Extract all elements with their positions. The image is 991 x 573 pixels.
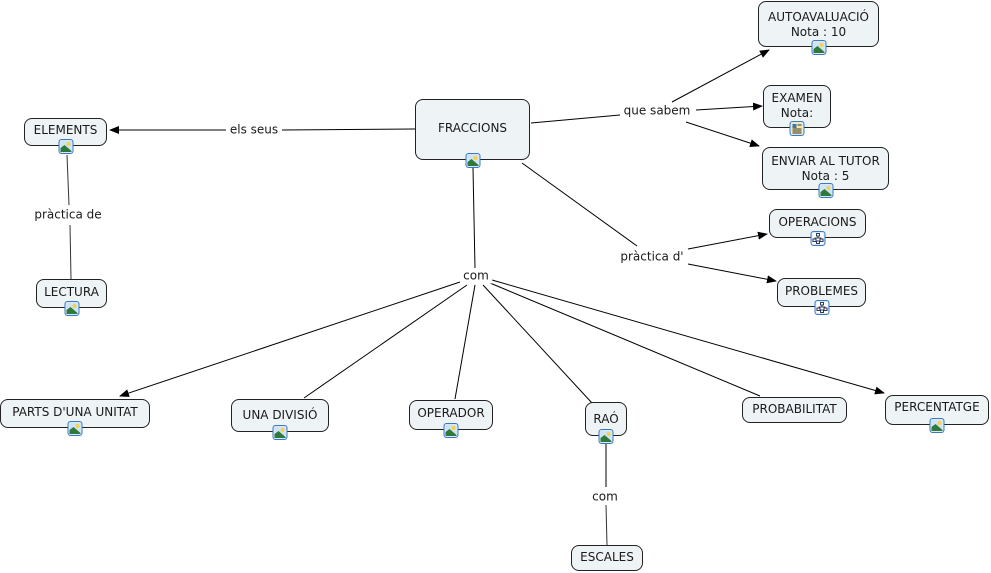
link-label-els-seus[interactable]: els seus (226, 122, 282, 138)
image-icon[interactable] (58, 139, 73, 154)
concept-label: OPERADOR (417, 406, 485, 420)
line-elements-practica (66, 154, 70, 206)
image-icon[interactable] (929, 418, 945, 433)
link-label-que-sabem[interactable]: que sabem (620, 103, 694, 119)
image-icon[interactable] (811, 40, 826, 55)
concept-enviar-al-tutor[interactable]: ENVIAR AL TUTOR Nota : 5 (762, 147, 889, 198)
image-icon[interactable] (64, 301, 79, 316)
line-fraccions-com (472, 167, 476, 269)
concept-examen[interactable]: EXAMEN Nota: (763, 85, 831, 136)
concept-fraccions[interactable]: FRACCIONS (415, 99, 530, 168)
concept-grade: Nota: (780, 106, 814, 120)
line-com-probabilitat (489, 282, 761, 397)
line-practica-d-operacions (687, 231, 768, 250)
link-label-com[interactable]: com (460, 268, 492, 284)
line-com-rao (482, 284, 593, 404)
line-fraccions-els-seus (281, 128, 416, 131)
image-icon[interactable] (272, 425, 288, 440)
line-fraccions-practica-d (521, 162, 638, 247)
image-icon[interactable] (67, 421, 83, 436)
line-que-sabem-examen (695, 102, 763, 111)
line-fraccions-que-sabem (530, 114, 621, 124)
concept-operador[interactable]: OPERADOR (409, 400, 493, 438)
line-que-sabem-autoavaluacio (671, 49, 770, 103)
submap-icon[interactable] (814, 300, 829, 315)
concept-una-divisio[interactable]: UNA DIVISIÓ (231, 399, 329, 440)
concept-label: PARTS D'UNA UNITAT (12, 405, 138, 419)
concept-label: ELEMENTS (33, 123, 98, 137)
concept-label: FRACCIONS (437, 121, 508, 135)
concept-problemes[interactable]: PROBLEMES (777, 278, 866, 315)
line-practica-d-problemes (687, 263, 777, 284)
concept-grade: Nota : 5 (801, 169, 850, 183)
concept-escales[interactable]: ESCALES (571, 545, 643, 571)
link-label-practica-de[interactable]: pràctica de (31, 207, 105, 223)
concept-label: PERCENTATGE (894, 400, 980, 414)
line-com-divisio (303, 284, 468, 399)
line-practica-lectura (69, 224, 72, 280)
concept-label: ENVIAR AL TUTOR (771, 154, 880, 168)
line-com-parts (119, 281, 461, 397)
concept-lectura[interactable]: LECTURA (36, 279, 107, 316)
concept-label: RAÓ (593, 412, 619, 426)
image-icon[interactable] (818, 183, 833, 198)
line-que-sabem-enviar (685, 121, 760, 147)
submap-icon[interactable] (810, 231, 825, 246)
concept-label: EXAMEN (771, 91, 823, 105)
concept-parts-d-una-unitat[interactable]: PARTS D'UNA UNITAT (0, 399, 150, 436)
concept-label: ESCALES (580, 550, 634, 564)
concept-label: OPERACIONS (778, 215, 857, 229)
link-label-practica-d[interactable]: pràctica d' (617, 249, 687, 265)
image-icon[interactable] (465, 153, 480, 168)
concept-elements[interactable]: ELEMENTS (24, 118, 107, 154)
concept-rao[interactable]: RAÓ (585, 402, 627, 444)
line-com-operador (454, 284, 476, 400)
line-com-percentatge (491, 279, 885, 395)
concept-operacions[interactable]: OPERACIONS (769, 209, 866, 246)
concept-label: UNA DIVISIÓ (242, 408, 318, 422)
concept-label: PROBLEMES (784, 284, 859, 298)
concept-grade: Nota : 10 (790, 25, 847, 39)
concept-label: LECTURA (44, 285, 99, 299)
link-label-com-rao[interactable]: com (589, 489, 621, 505)
concept-label: PROBABILITAT (752, 402, 837, 416)
document-icon[interactable] (789, 121, 805, 136)
concept-percentatge[interactable]: PERCENTATGE (885, 395, 989, 433)
line-com-escales (605, 504, 608, 546)
concept-autoavaluacio[interactable]: AUTOAVALUACIÓ Nota : 10 (758, 1, 879, 55)
image-icon[interactable] (443, 423, 459, 438)
concept-probabilitat[interactable]: PROBABILITAT (742, 397, 847, 423)
image-icon[interactable] (598, 429, 614, 444)
concept-label: AUTOAVALUACIÓ (768, 10, 869, 24)
